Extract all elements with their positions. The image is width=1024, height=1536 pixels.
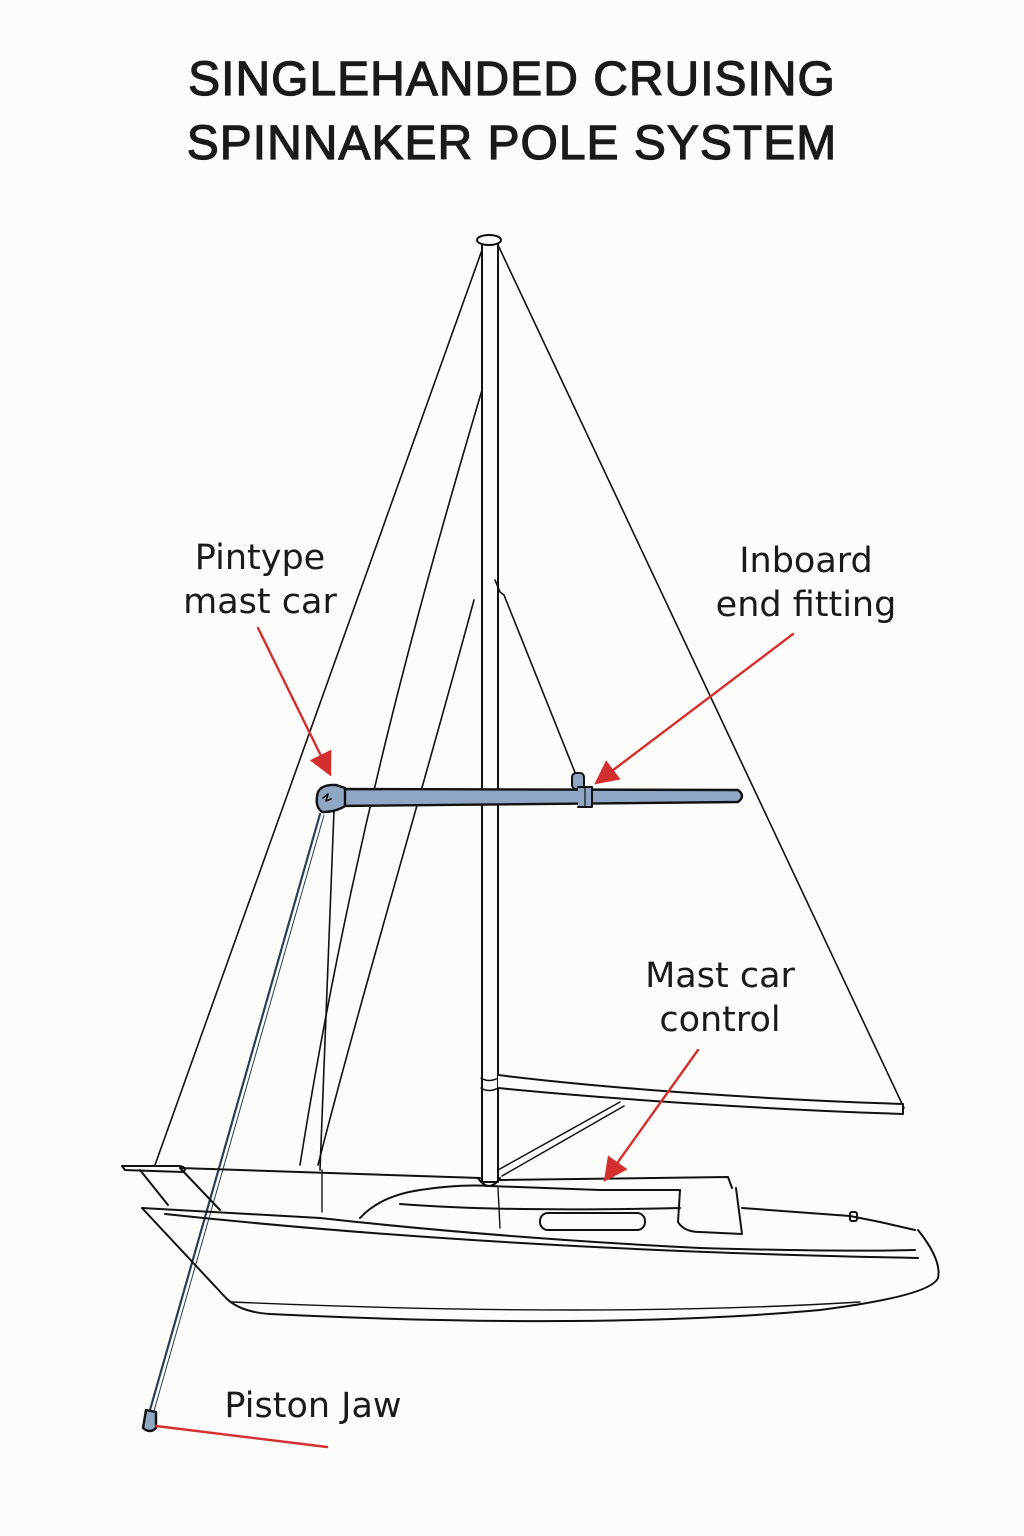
deck-line (179, 1167, 733, 1189)
label-line: Inboard (739, 541, 873, 581)
waterline (231, 1301, 861, 1311)
mainsail-leech (497, 244, 905, 1109)
cockpit-coaming (677, 1187, 743, 1235)
pointer-inboard-end-fitting (594, 632, 795, 785)
piston-jaw-icon (141, 1408, 158, 1433)
hull-body (141, 1207, 940, 1323)
pointer-mast-car-control (603, 1048, 700, 1182)
diagram-title-line-1: SINGLEHANDED CRUISING (188, 52, 836, 106)
pin-glyph-icon (322, 793, 332, 802)
bow-lines (139, 1167, 221, 1211)
label-line: control (659, 1000, 781, 1040)
label-line: Mast car (645, 956, 795, 996)
mast (476, 234, 502, 1187)
pointer-arrows (154, 626, 795, 1449)
pole-tube (334, 787, 744, 808)
boom-vang (497, 1101, 625, 1177)
topping-lift (494, 579, 577, 776)
label-line: mast car (183, 582, 337, 622)
jib-luff (154, 249, 483, 1166)
rub-rail (164, 1213, 919, 1259)
cabin-side (399, 1203, 681, 1211)
jib-inner-line (317, 599, 475, 1166)
pointer-piston-jaw (154, 1424, 329, 1449)
guy-line-inner (153, 814, 325, 1412)
bow-pulpit (121, 1165, 186, 1173)
sheer-line (141, 1207, 916, 1252)
jib-leech (299, 389, 483, 1166)
pole-downhaul (319, 809, 335, 1171)
label-piston-jaw: Piston Jaw (208, 1384, 418, 1428)
cabin-top (359, 1184, 681, 1219)
mast-base-line (497, 1187, 501, 1229)
topping-lift-line (503, 594, 577, 776)
diagram-title-line-2: SPINNAKER POLE SYSTEM (186, 116, 838, 170)
topping-lift-fitting-icon (494, 579, 505, 596)
label-inboard-end-fitting: Inboard end fitting (696, 539, 916, 627)
aft-deck (741, 1207, 916, 1231)
label-line: end fitting (715, 585, 897, 625)
jib-sail (154, 249, 483, 1171)
mast-spar (481, 241, 499, 1183)
masthead-icon (476, 234, 502, 246)
label-mast-car-control: Mast car control (620, 954, 820, 1042)
stern-fitting-icon (849, 1211, 858, 1222)
boom-spar (497, 1074, 904, 1115)
hull (121, 1165, 940, 1323)
cabin-port-window-icon (539, 1212, 646, 1231)
label-pintype-mast-car: Pintype mast car (160, 536, 360, 624)
piston-jaw-assembly (141, 812, 325, 1433)
guy-line (148, 812, 322, 1412)
boom (497, 1074, 904, 1177)
label-line: Pintype (194, 538, 326, 578)
mainsail (497, 244, 905, 1109)
label-line: Piston Jaw (224, 1386, 402, 1426)
pointer-pintype-mast-car (256, 626, 332, 777)
spinnaker-pole (315, 772, 744, 814)
gooseneck-icon (480, 1077, 499, 1092)
